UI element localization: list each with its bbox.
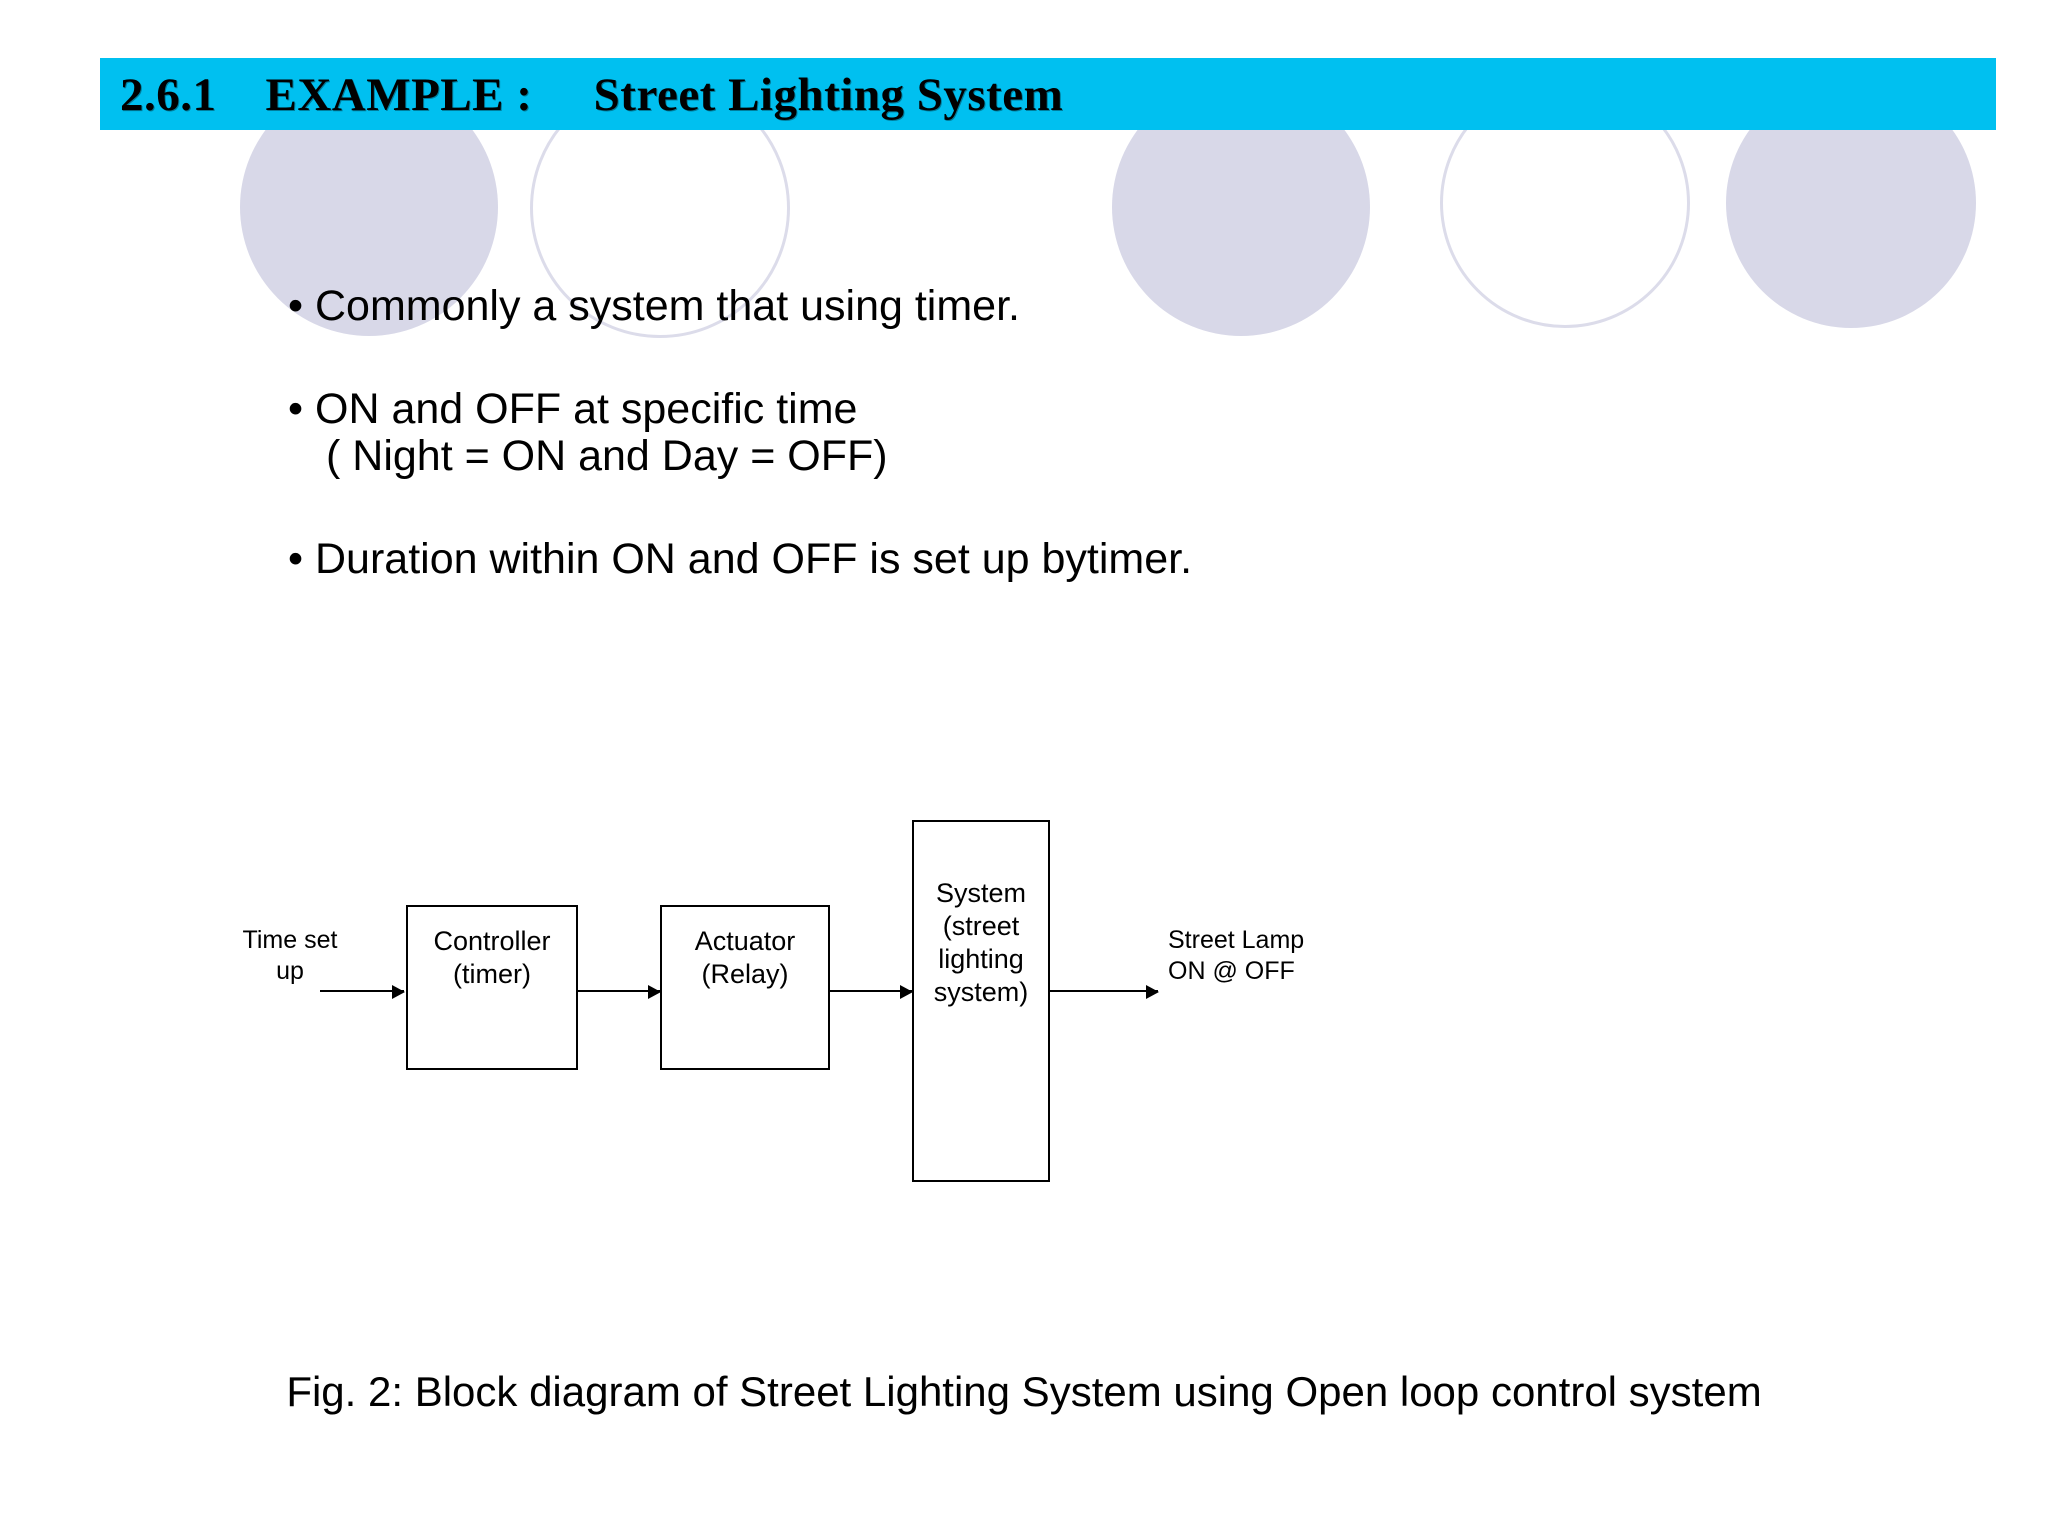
arrow-input-to-controller: [320, 985, 405, 999]
system-box-line-4: system): [933, 976, 1029, 1007]
output-label-line-2: ON @ OFF: [1168, 957, 1295, 986]
bullet-2-line-2: ( Night = ON and Day = OFF): [326, 432, 888, 480]
page-title: 2.6.1 EXAMPLE : Street Lighting System: [120, 69, 1064, 121]
arrow-controller-to-actuator: [578, 985, 661, 999]
output-label-line-1: Street Lamp: [1168, 926, 1305, 954]
system-box-line-3: lighting: [938, 943, 1024, 974]
figure-caption: Fig. 2: Block diagram of Street Lighting…: [286, 1368, 1762, 1415]
bullet-item-2: • ON and OFF at specific time ( Night = …: [288, 388, 1788, 478]
arrow-actuator-to-system: [830, 985, 913, 999]
system-box-line-1: System: [935, 878, 1027, 908]
system-box-line-2: (street: [942, 910, 1020, 941]
diagram-input-label: Time set up: [200, 925, 380, 988]
controller-box-line-1: Controller: [433, 926, 551, 956]
controller-box: Controller (timer): [406, 905, 578, 1070]
bullet-item-3: • Duration within ON and OFF is set up b…: [288, 538, 1788, 581]
arrow-system-to-output: [1050, 985, 1159, 999]
actuator-box-line-2: (Relay): [701, 958, 789, 989]
bullet-3-line-1: • Duration within ON and OFF is set up b…: [288, 535, 1193, 583]
system-box: System (street lighting system): [912, 820, 1050, 1182]
actuator-box-line-1: Actuator: [694, 926, 796, 956]
input-label-line-1: Time set: [242, 926, 338, 954]
actuator-box: Actuator (Relay): [660, 905, 830, 1070]
bullet-2-line-1: • ON and OFF at specific time: [288, 385, 858, 433]
input-label-line-2: up: [276, 957, 304, 986]
diagram-output-label: Street Lamp ON @ OFF: [1168, 925, 1408, 988]
controller-box-line-2: (timer): [453, 958, 531, 989]
